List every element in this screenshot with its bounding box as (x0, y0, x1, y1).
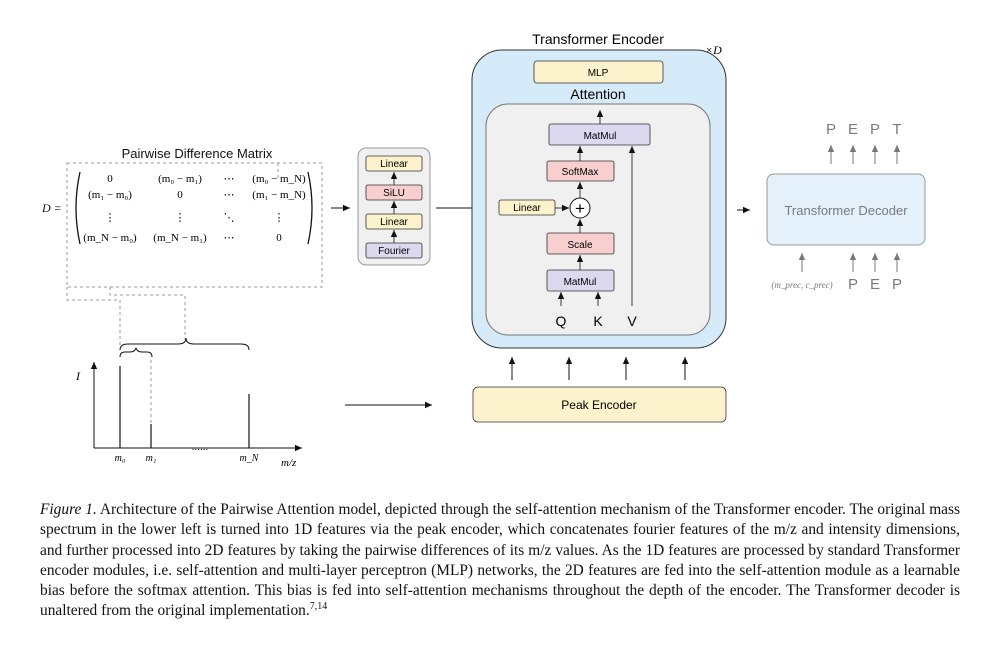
matrix-cell: ⋯ (224, 189, 235, 201)
transformer-decoder: P E P T Transformer Decoder (m_prec, c_p… (766, 121, 926, 293)
matrix-cell: (m_N − m₁) (153, 232, 207, 244)
scale-box (546, 232, 615, 255)
matrix-cell: 0 (276, 232, 282, 244)
matrix-cell: ⋯ (224, 232, 235, 244)
spectrum-dots: ...... (192, 442, 209, 453)
linear-box (365, 155, 423, 172)
v-label: V (627, 313, 637, 329)
q-label: Q (556, 313, 567, 329)
mass-spectrum: I m/z m₀ m₁ m_N ...... (75, 337, 432, 469)
matrix-cell: (m₀ − m_N) (252, 173, 306, 185)
decoder-output-token: P (826, 121, 836, 138)
decoder-output-token: P (870, 121, 880, 138)
fourier-label: Fourier (378, 246, 410, 257)
spectrum-tick-label: m_N (240, 453, 260, 464)
pairwise-matrix: Pairwise Difference Matrix D = 0 (m₀ − m… (41, 146, 350, 345)
architecture-diagram: Pairwise Difference Matrix D = 0 (m₀ − m… (41, 31, 926, 469)
linear-bias-label: Linear (513, 203, 541, 214)
decoder-output-token: T (892, 121, 901, 138)
decoder-input-token: E (870, 276, 880, 293)
attention-title: Attention (570, 86, 625, 102)
matrix-title: Pairwise Difference Matrix (122, 146, 273, 161)
matrix-cell: ⋱ (224, 212, 235, 224)
k-label: K (593, 313, 603, 329)
matrix-connector (109, 287, 186, 340)
matmul-bottom-label: MatMul (564, 277, 597, 288)
decoder-output-token: E (848, 121, 858, 138)
decoder-input-token: P (892, 276, 902, 293)
matrix-left-bracket (75, 171, 81, 245)
fourier-feature-stack: Linear SiLU Linear Fourier (357, 147, 497, 266)
linear-label: Linear (380, 217, 408, 228)
matmul-bottom-box (546, 269, 615, 292)
decoder-input-token: P (848, 276, 858, 293)
matrix-cell: ⋮ (274, 212, 285, 224)
softmax-box (546, 160, 615, 182)
softmax-label: SoftMax (562, 167, 599, 178)
matrix-cell: ⋮ (175, 212, 186, 224)
precursor-label: (m_prec, c_prec) (771, 280, 832, 290)
caption-label: Figure 1. (40, 501, 97, 518)
matrix-cell: (m₁ − m₀) (88, 189, 132, 201)
matrix-connector (66, 287, 121, 345)
spectrum-brace-small (119, 347, 153, 358)
figure-caption: Figure 1. Architecture of the Pairwise A… (40, 500, 960, 622)
decoder-label: Transformer Decoder (784, 203, 908, 218)
transformer-encoder: Transformer Encoder ×D MLP Attention Mat… (471, 31, 750, 349)
matmul-top-box (548, 123, 651, 146)
matmul-top-label: MatMul (584, 131, 617, 142)
mlp-box (533, 60, 664, 84)
spectrum-tick-label: m₀ (115, 453, 126, 464)
matrix-cell: ⋯ (224, 173, 235, 185)
caption-text: Architecture of the Pairwise Attention m… (40, 501, 960, 620)
matrix-cell: (m₁ − m_N) (252, 189, 306, 201)
peak-encoder: Peak Encoder (472, 357, 727, 423)
matrix-cell: 0 (177, 189, 183, 201)
caption-refs: 7,14 (309, 601, 328, 613)
decoder-box (766, 173, 926, 246)
matrix-cell: ⋮ (105, 212, 116, 224)
scale-label: Scale (567, 240, 592, 251)
silu-label: SiLU (383, 188, 405, 199)
mlp-label: MLP (588, 68, 609, 79)
matrix-cell: (m₀ − m₁) (158, 173, 202, 185)
linear-label: Linear (380, 159, 408, 170)
spectrum-tick-label: m₁ (146, 453, 157, 464)
matrix-cell: 0 (107, 173, 113, 185)
spectrum-brace-large (119, 337, 250, 351)
matrix-cell: (m_N − m₀) (83, 232, 137, 244)
spectrum-x-label: m/z (281, 457, 297, 469)
add-operator-label: + (575, 199, 585, 218)
encoder-title: Transformer Encoder (532, 31, 664, 47)
spectrum-y-label: I (75, 369, 81, 383)
matrix-right-bracket (307, 171, 313, 245)
peak-encoder-label: Peak Encoder (561, 398, 636, 412)
matrix-dashed-frame (66, 162, 323, 288)
attention-inner-box (485, 103, 711, 336)
matrix-symbol: D = (41, 201, 62, 215)
linear-bias-box (498, 199, 556, 216)
peak-encoder-box (472, 386, 727, 423)
